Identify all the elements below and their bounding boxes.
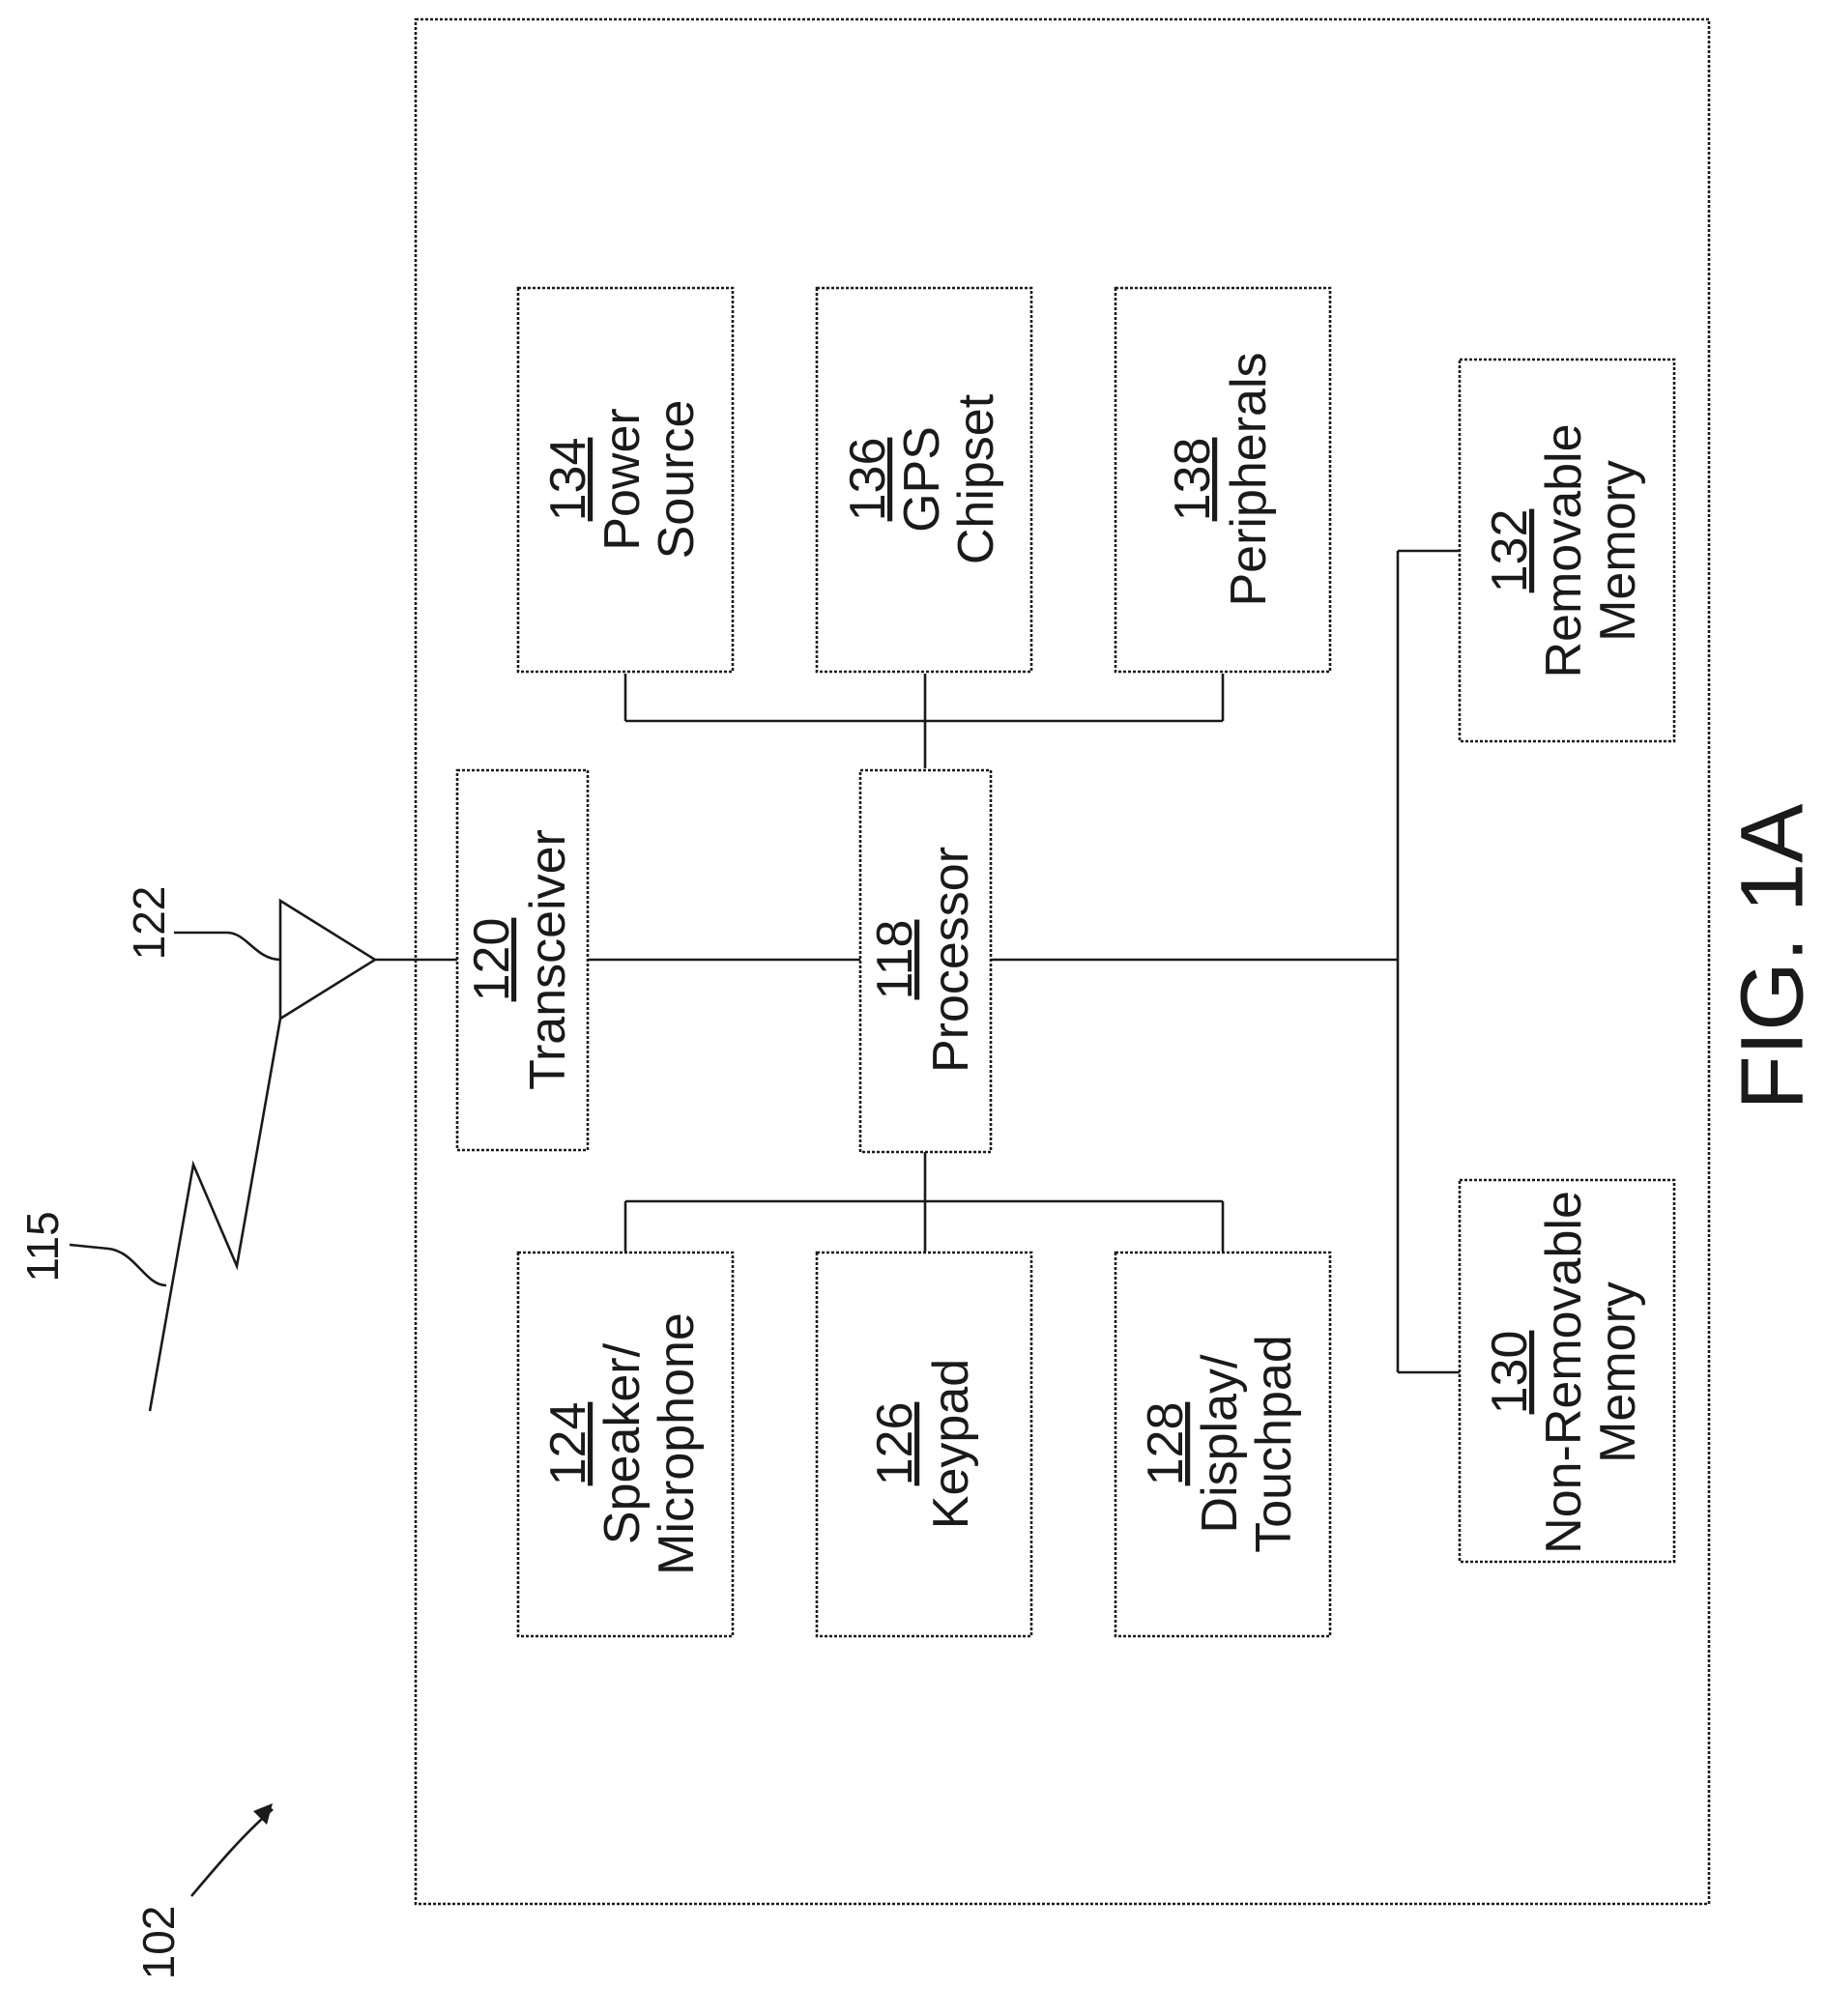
device-ref: 102 <box>133 1906 184 1980</box>
gps-chipset-line2: Chipset <box>948 393 1004 564</box>
block-processor: 118 Processor <box>860 770 991 1152</box>
peripherals-num: 138 <box>1165 438 1221 522</box>
power-source-line2: Source <box>649 400 705 560</box>
processor-num: 118 <box>867 920 923 1000</box>
processor-label: Processor <box>923 847 979 1073</box>
display-touchpad-line1: Display/ <box>1192 1354 1248 1533</box>
block-transceiver: 120 Transceiver <box>457 770 588 1150</box>
block-removable-memory: 132 Removable Memory <box>1460 360 1674 741</box>
wireless-signal <box>70 1019 280 1411</box>
block-non-removable-memory: 130 Non-Removable Memory <box>1460 1180 1674 1562</box>
block-speaker-microphone: 124 Speaker/ Microphone <box>518 1253 733 1636</box>
block-peripherals: 138 Peripherals <box>1115 288 1330 672</box>
non-removable-line2: Memory <box>1590 1282 1646 1463</box>
antenna <box>174 901 375 1019</box>
figure-label: FIG. 1A <box>1723 803 1821 1110</box>
signal-ref: 115 <box>17 1211 68 1282</box>
removable-line2: Memory <box>1590 460 1646 642</box>
non-removable-num: 130 <box>1482 1331 1538 1415</box>
power-source-line1: Power <box>594 408 651 550</box>
device-ref-arrow <box>191 1803 273 1896</box>
block-gps-chipset: 136 GPS Chipset <box>817 288 1031 672</box>
non-removable-line1: Non-Removable <box>1536 1191 1592 1554</box>
block-display-touchpad: 128 Display/ Touchpad <box>1115 1253 1330 1636</box>
speaker-mic-line2: Microphone <box>649 1312 705 1575</box>
removable-line1: Removable <box>1536 423 1592 677</box>
keypad-label: Keypad <box>923 1359 979 1529</box>
power-source-num: 134 <box>540 438 596 522</box>
antenna-ref: 122 <box>124 886 174 961</box>
keypad-num: 126 <box>867 1402 923 1486</box>
peripherals-label: Peripherals <box>1221 352 1277 606</box>
removable-num: 132 <box>1482 509 1538 593</box>
transceiver-label: Transceiver <box>520 829 576 1090</box>
display-touchpad-line2: Touchpad <box>1246 1335 1302 1553</box>
display-touchpad-num: 128 <box>1138 1402 1194 1486</box>
transceiver-num: 120 <box>464 918 520 1002</box>
speaker-mic-num: 124 <box>540 1402 596 1486</box>
gps-chipset-num: 136 <box>840 438 896 522</box>
block-power-source: 134 Power Source <box>518 288 733 672</box>
gps-chipset-line1: GPS <box>894 426 950 533</box>
speaker-mic-line1: Speaker/ <box>594 1342 651 1544</box>
block-keypad: 126 Keypad <box>817 1253 1031 1636</box>
